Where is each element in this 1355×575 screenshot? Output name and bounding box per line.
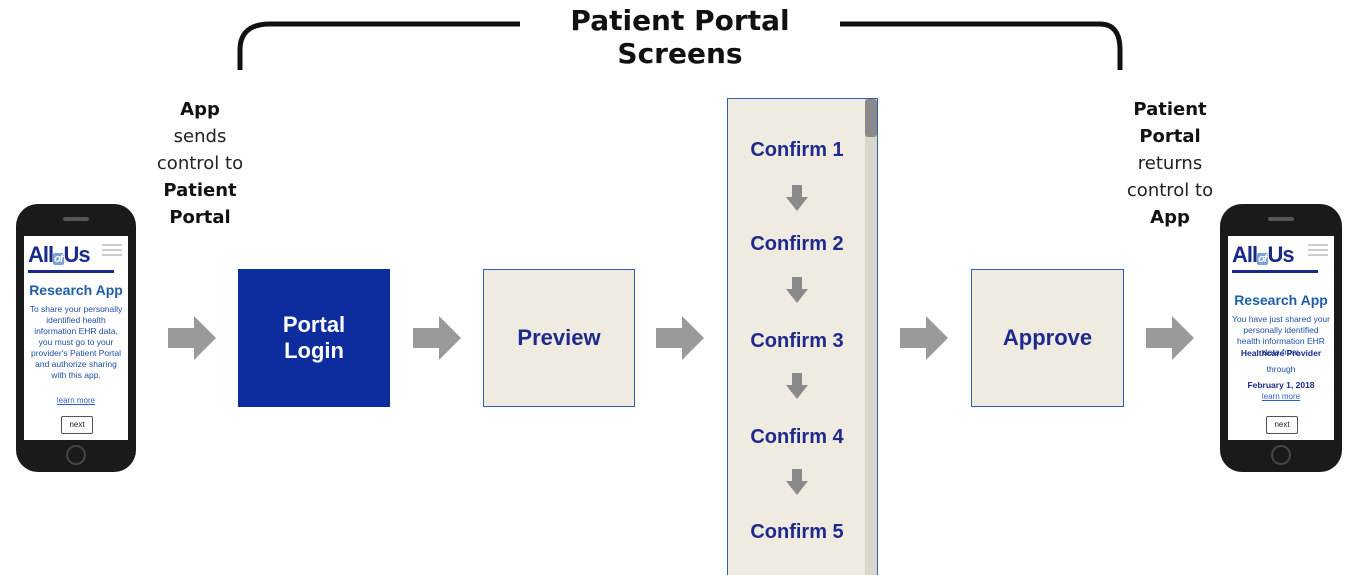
confirm-step-4: Confirm 4 [750,426,844,448]
left-note-line3: control to [156,153,244,174]
right-note-line5: App [1150,207,1190,228]
right-phone-screen: AllofUs Research App You have just share… [1228,236,1334,440]
right-learn-more-link[interactable]: learn more [1261,392,1301,401]
phone-home-button [1271,445,1291,465]
left-phone-screen: AllofUs Research App To share your perso… [24,236,128,440]
right-note-line1: Patient [1133,99,1207,120]
logo-underline [28,270,114,273]
approve-box: Approve [971,269,1124,407]
scrollbar-thumb[interactable] [865,99,877,137]
right-provider-name: Healthcare Provider [1240,348,1322,358]
portal-login-line1: Portal [282,312,346,337]
scrollbar-track[interactable] [865,99,877,575]
left-note-line4: Patient [163,180,237,201]
logo-underline [1232,270,1318,273]
right-note-line3: returns [1137,153,1203,174]
left-note-line2: sends [173,126,227,147]
left-next-button[interactable]: next [61,416,93,434]
left-app-body: To share your personally identified heal… [29,304,123,380]
preview-box: Preview [483,269,635,407]
confirm-step-2: Confirm 2 [750,233,844,255]
confirm-step-1: Confirm 1 [750,139,844,161]
phone-speaker [1268,217,1294,221]
logo-side-graphic [1308,244,1328,264]
right-note: Patient Portal returns control to App [1110,96,1230,231]
right-note-line4: control to [1126,180,1214,201]
right-arrow-icon [168,316,216,360]
right-app-body: You have just shared your personally ide… [1232,314,1330,357]
phone-speaker [63,217,89,221]
right-date: February 1, 2018 [1247,380,1315,390]
down-arrow-icon [786,469,808,495]
left-app-title: Research App [29,282,123,298]
right-note-line2: Portal [1139,126,1201,147]
logo-side-graphic [102,244,122,264]
left-note: App sends control to Patient Portal [140,96,260,231]
diagram-title: Patient Portal Screens [520,4,840,70]
portal-login-box: Portal Login [238,269,390,407]
down-arrow-icon [786,185,808,211]
right-arrow-icon [900,316,948,360]
confirm-scroll-panel: Confirm 1 Confirm 2 Confirm 3 Confirm 4 … [727,98,878,575]
left-learn-more-link[interactable]: learn more [56,396,96,405]
left-note-line5: Portal [169,207,231,228]
portal-login-line2: Login [284,338,344,363]
confirm-step-3: Confirm 3 [750,330,844,352]
allofus-logo: AllofUs [28,242,91,267]
left-note-line1: App [180,99,220,120]
right-next-button[interactable]: next [1266,416,1298,434]
right-arrow-icon [656,316,704,360]
phone-home-button [66,445,86,465]
confirm-step-5: Confirm 5 [750,521,844,543]
down-arrow-icon [786,277,808,303]
allofus-logo: AllofUs [1232,242,1295,267]
right-phone: AllofUs Research App You have just share… [1220,204,1342,472]
right-arrow-icon [1146,316,1194,360]
right-arrow-icon [413,316,461,360]
down-arrow-icon [786,373,808,399]
right-app-title: Research App [1234,292,1328,308]
right-through-text: through [1266,364,1296,374]
left-phone: AllofUs Research App To share your perso… [16,204,136,472]
